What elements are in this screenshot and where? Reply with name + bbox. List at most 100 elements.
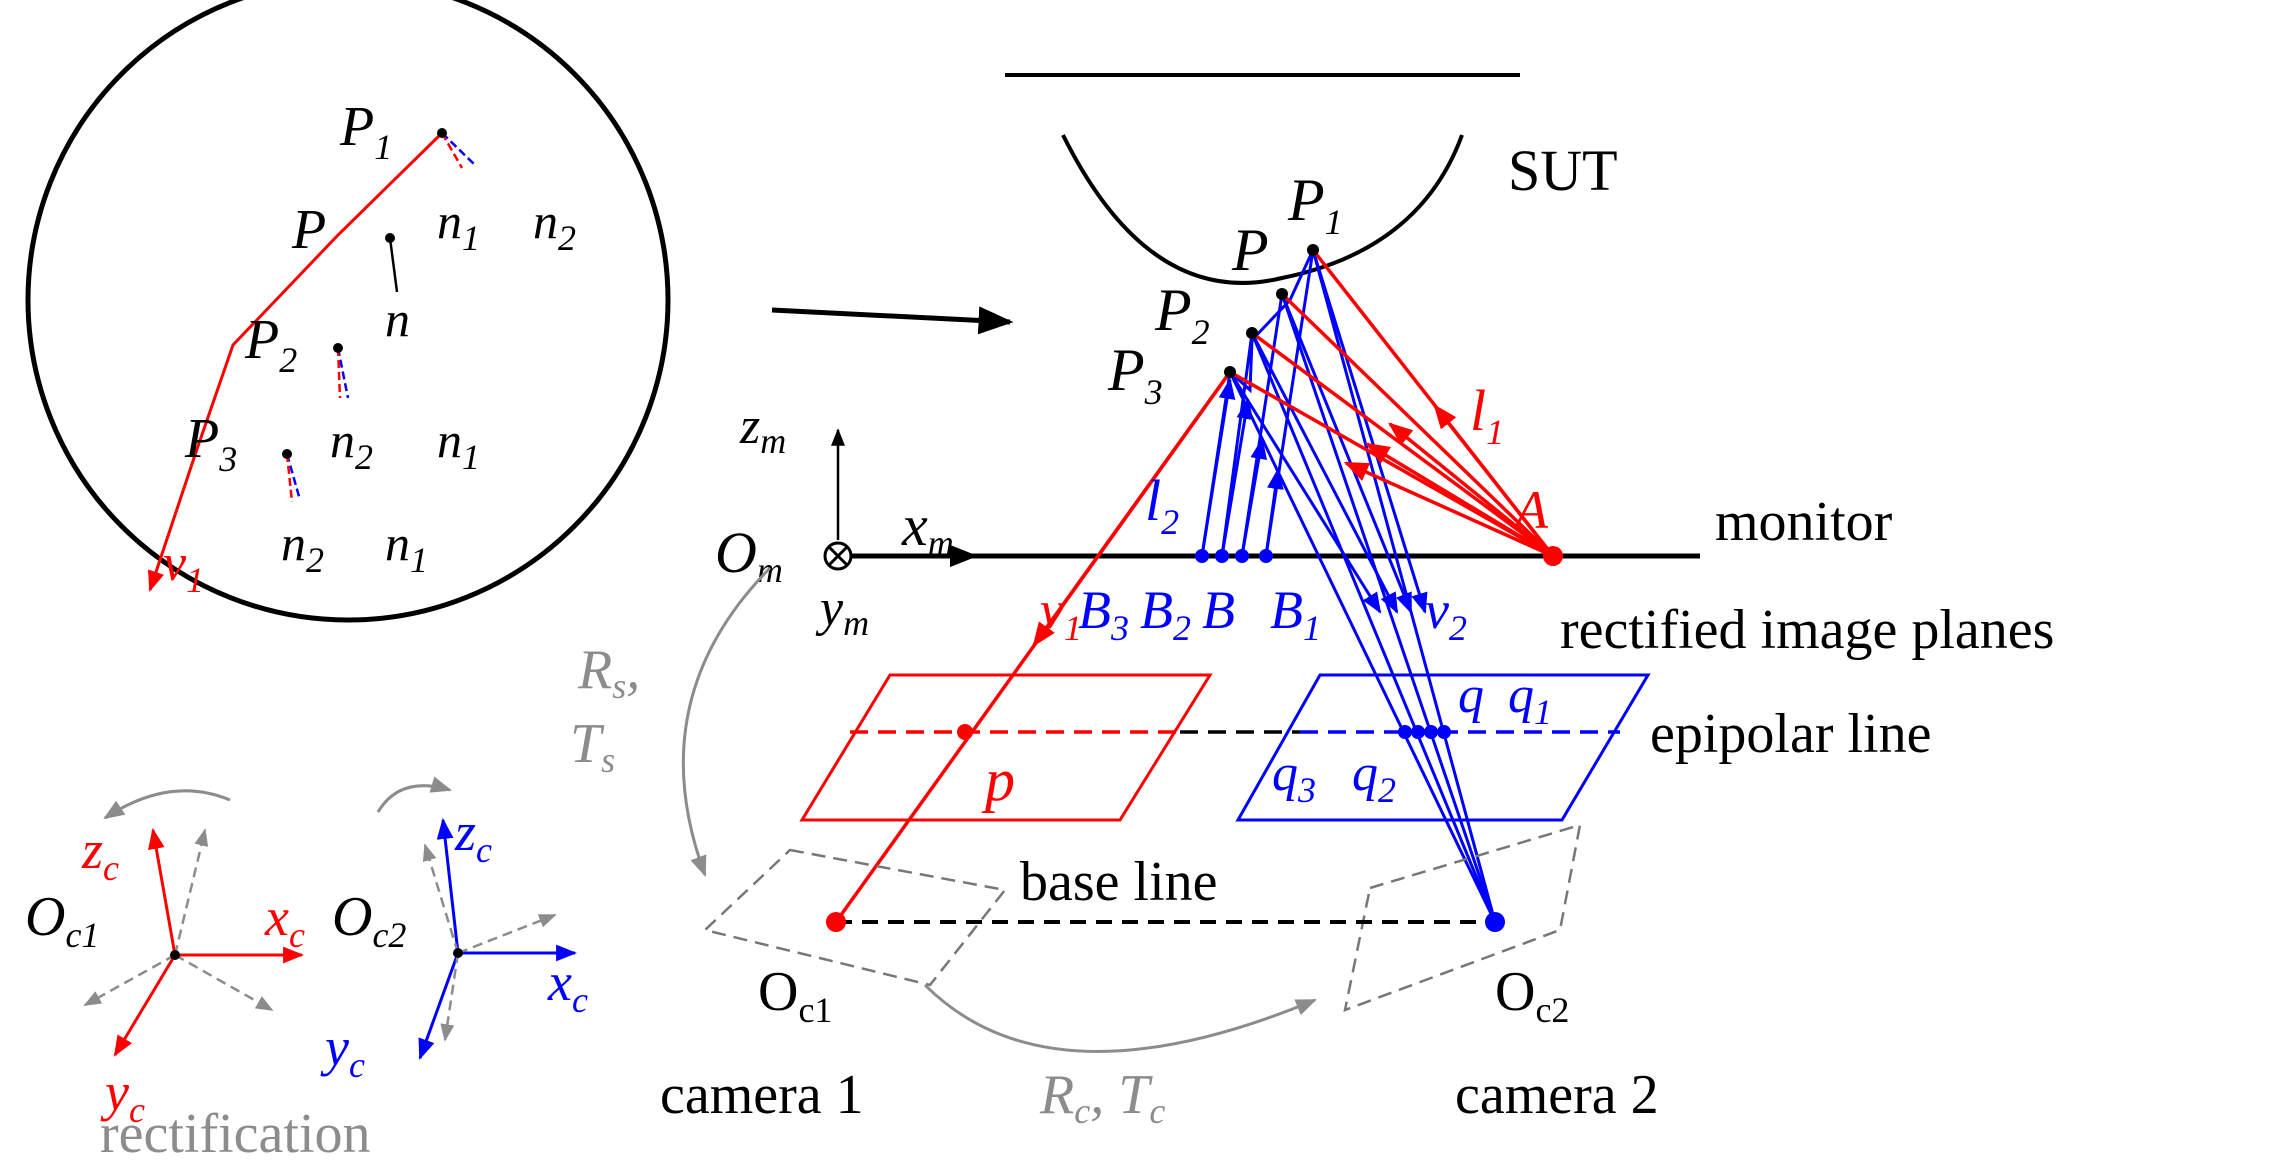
sut-surface-curve: [1061, 134, 1464, 285]
rectified-planes-label: rectified image planes: [1560, 599, 2054, 661]
svg-text:P1: P1: [339, 96, 392, 167]
inset-point-p: [385, 233, 395, 243]
inset-label-n2-top: n: [533, 193, 558, 249]
inset-label-n1-top: n: [437, 193, 462, 249]
ts-label: T: [570, 713, 605, 775]
image-label-p: p: [981, 747, 1015, 813]
inset-label-n1-mid: n: [437, 412, 462, 468]
image-label-q1: q: [1508, 667, 1534, 724]
inset-point-p2: [333, 343, 343, 353]
inset-label-p: P: [291, 199, 326, 261]
inset-label-p1: P: [339, 96, 374, 158]
red-ray-bundle: [834, 248, 1555, 924]
detail-inset: P1 P n1 n2 n P2 P3 n2 n1 n2 n1 v1: [25, 0, 671, 623]
camera2-origin-label: O: [1495, 961, 1535, 1023]
svg-text:xc: xc: [547, 952, 588, 1020]
svg-text:P3: P3: [184, 408, 237, 479]
transform-arrow-rc-tc: [923, 983, 1317, 1053]
inset-pointer-arrow: [771, 306, 1014, 335]
svg-text:B3: B3: [1078, 580, 1129, 648]
svg-text:q3: q3: [1272, 745, 1316, 810]
svg-text:l1: l1: [1470, 378, 1504, 452]
svg-text:v2: v2: [1425, 580, 1467, 648]
inset-circle: [25, 0, 671, 623]
oc1-frame-label: O: [25, 886, 65, 948]
svg-text:Rc, Tc: Rc, Tc: [1039, 1064, 1165, 1131]
scene-label-a: A: [1512, 480, 1549, 540]
inset-label-v1: v: [163, 535, 187, 592]
svg-text:yc: yc: [100, 1062, 145, 1130]
scene-label-p3: P: [1107, 337, 1145, 403]
svg-text:zm: zm: [739, 398, 786, 461]
scene-label-b1: B: [1270, 580, 1303, 640]
svg-text:Om: Om: [715, 520, 783, 590]
svg-text:n2: n2: [533, 193, 576, 258]
transform-arrow-rs-ts: [681, 566, 772, 877]
rectification-label: rectification: [100, 1103, 371, 1165]
monitor-point-b1: [1259, 549, 1273, 563]
rectified-plane-left: p: [799, 673, 1213, 822]
inset-label-n2-mid: n: [330, 412, 355, 468]
camera1-center: [826, 912, 846, 932]
xc-left-label: x: [264, 887, 289, 947]
camera-frame-right: [376, 776, 578, 1060]
image-point-q3: [1398, 725, 1412, 739]
monitor-label: monitor: [1715, 491, 1893, 553]
monitor-point-b3: [1195, 549, 1209, 563]
scene-label-l1: l: [1470, 378, 1486, 443]
zm-label: z: [739, 398, 760, 455]
camera-frame-left: [83, 789, 305, 1057]
camera1-label: camera 1: [660, 1064, 864, 1126]
svg-text:n1: n1: [385, 515, 428, 580]
svg-text:n1: n1: [437, 412, 480, 477]
base-line-label: base line: [1020, 851, 1217, 913]
svg-text:xm: xm: [901, 493, 954, 563]
original-image-plane-left: [702, 848, 1008, 987]
zc-right-label: z: [454, 802, 476, 862]
svg-text:Oc2: Oc2: [1495, 961, 1569, 1030]
svg-text:P2: P2: [1154, 277, 1210, 352]
image-point-q: [1424, 725, 1438, 739]
camera1-origin-label: O: [758, 961, 798, 1023]
svg-text:n2: n2: [281, 515, 324, 580]
svg-text:v1: v1: [1040, 580, 1082, 648]
image-point-q2: [1411, 725, 1425, 739]
scene-label-p1: P: [1287, 167, 1325, 233]
svg-text:Oc2: Oc2: [332, 886, 406, 955]
sut-label: SUT: [1508, 138, 1618, 203]
surface-under-test: SUT: [1005, 73, 1618, 285]
svg-text:B2: B2: [1140, 580, 1191, 648]
blue-ray-bundle: [1200, 249, 1497, 923]
svg-text:Oc1: Oc1: [758, 961, 832, 1030]
monitor-point-b: [1235, 549, 1249, 563]
yc-left-label: y: [100, 1062, 129, 1122]
svg-text:ym: ym: [815, 580, 869, 643]
svg-text:P2: P2: [244, 309, 297, 380]
scene-label-v2: v: [1425, 580, 1449, 640]
monitor-point-a: [1543, 546, 1563, 566]
scene-label-b2: B: [1140, 580, 1173, 640]
svg-text:n2: n2: [330, 412, 373, 477]
surface-point-p2: [1246, 327, 1258, 339]
svg-text:q1: q1: [1508, 667, 1552, 732]
inset-label-p2: P: [244, 309, 279, 371]
scene-label-b3: B: [1078, 580, 1111, 640]
inset-label-n1-low: n: [385, 515, 410, 571]
xc-right-label: x: [547, 952, 572, 1012]
inset-point-p1: [437, 128, 447, 138]
scene-label-l2: l: [1145, 468, 1161, 533]
image-label-q3: q: [1272, 745, 1298, 802]
image-label-q2: q: [1352, 745, 1378, 802]
svg-text:zc: zc: [81, 820, 119, 888]
monitor-point-b2: [1215, 549, 1229, 563]
surface-point-p: [1276, 288, 1288, 300]
svg-text:l2: l2: [1145, 468, 1179, 542]
rs-label: R: [577, 639, 612, 701]
xm-label: x: [901, 493, 928, 558]
scene-label-p2: P: [1154, 277, 1192, 343]
svg-text:n1: n1: [437, 193, 480, 258]
svg-text:Ts: Ts: [570, 713, 615, 780]
scene-label-v1: v: [1040, 580, 1064, 640]
inset-label-n2-low: n: [281, 515, 306, 571]
